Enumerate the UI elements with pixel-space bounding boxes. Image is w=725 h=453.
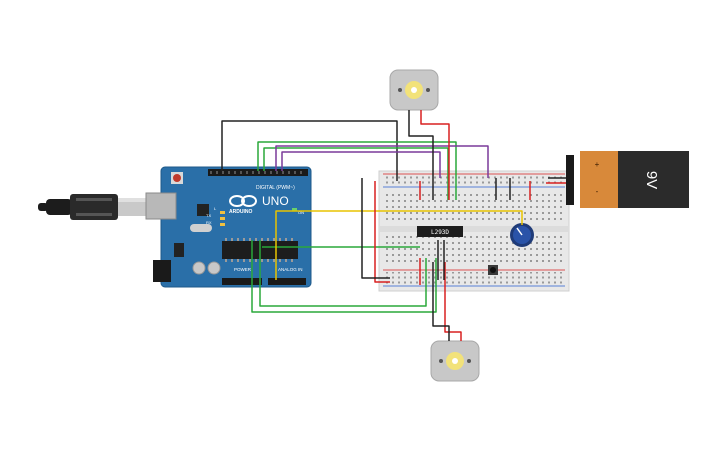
reset-button[interactable] xyxy=(171,172,183,184)
push-button[interactable] xyxy=(488,265,498,275)
wire-green[interactable] xyxy=(251,240,437,313)
wire-black[interactable] xyxy=(361,178,390,279)
battery-label: 9V xyxy=(643,171,660,189)
l-led-label: L xyxy=(214,206,217,211)
battery-9v[interactable]: 9V + - xyxy=(566,151,689,208)
wire-black[interactable] xyxy=(432,262,450,341)
usb-cable[interactable] xyxy=(38,194,148,220)
potentiometer[interactable] xyxy=(510,223,534,247)
breadboard[interactable] xyxy=(378,170,570,292)
rx-led-label: RX xyxy=(206,220,212,225)
wire-purple[interactable] xyxy=(281,151,441,178)
on-led-label: ON xyxy=(298,210,304,215)
l293d-driver-chip[interactable]: L293D xyxy=(417,226,463,237)
wires[interactable] xyxy=(221,110,566,341)
driver-chip-label: L293D xyxy=(431,229,449,236)
wire-green[interactable] xyxy=(259,240,427,307)
wire-purple[interactable] xyxy=(275,145,489,178)
wire-yellow[interactable] xyxy=(275,210,523,280)
wire-black[interactable] xyxy=(221,120,398,181)
wire-red[interactable] xyxy=(420,110,450,200)
wire-red[interactable] xyxy=(374,181,390,283)
power-pins-label: POWER xyxy=(234,267,252,272)
battery-minus-label: - xyxy=(596,187,599,196)
wire-black[interactable] xyxy=(408,110,434,200)
tx-led-label: TX xyxy=(206,213,211,218)
arduino-uno-board[interactable]: UNO ARDUINO DIGITAL (PWM~) ANALOG IN POW… xyxy=(145,166,312,288)
wire-green[interactable] xyxy=(257,141,457,200)
arduino-model-label: UNO xyxy=(262,194,289,208)
arduino-logo xyxy=(229,195,257,207)
wire-red[interactable] xyxy=(444,262,462,341)
analog-pins-label: ANALOG IN xyxy=(278,267,303,272)
wire-green[interactable] xyxy=(263,147,449,200)
arduino-brand-label: ARDUINO xyxy=(229,209,252,215)
battery-plus-label: + xyxy=(595,160,600,169)
digital-pins-label: DIGITAL (PWM~) xyxy=(256,185,295,191)
dc-motor-top[interactable] xyxy=(389,69,439,111)
dc-motor-bottom[interactable] xyxy=(430,340,480,382)
